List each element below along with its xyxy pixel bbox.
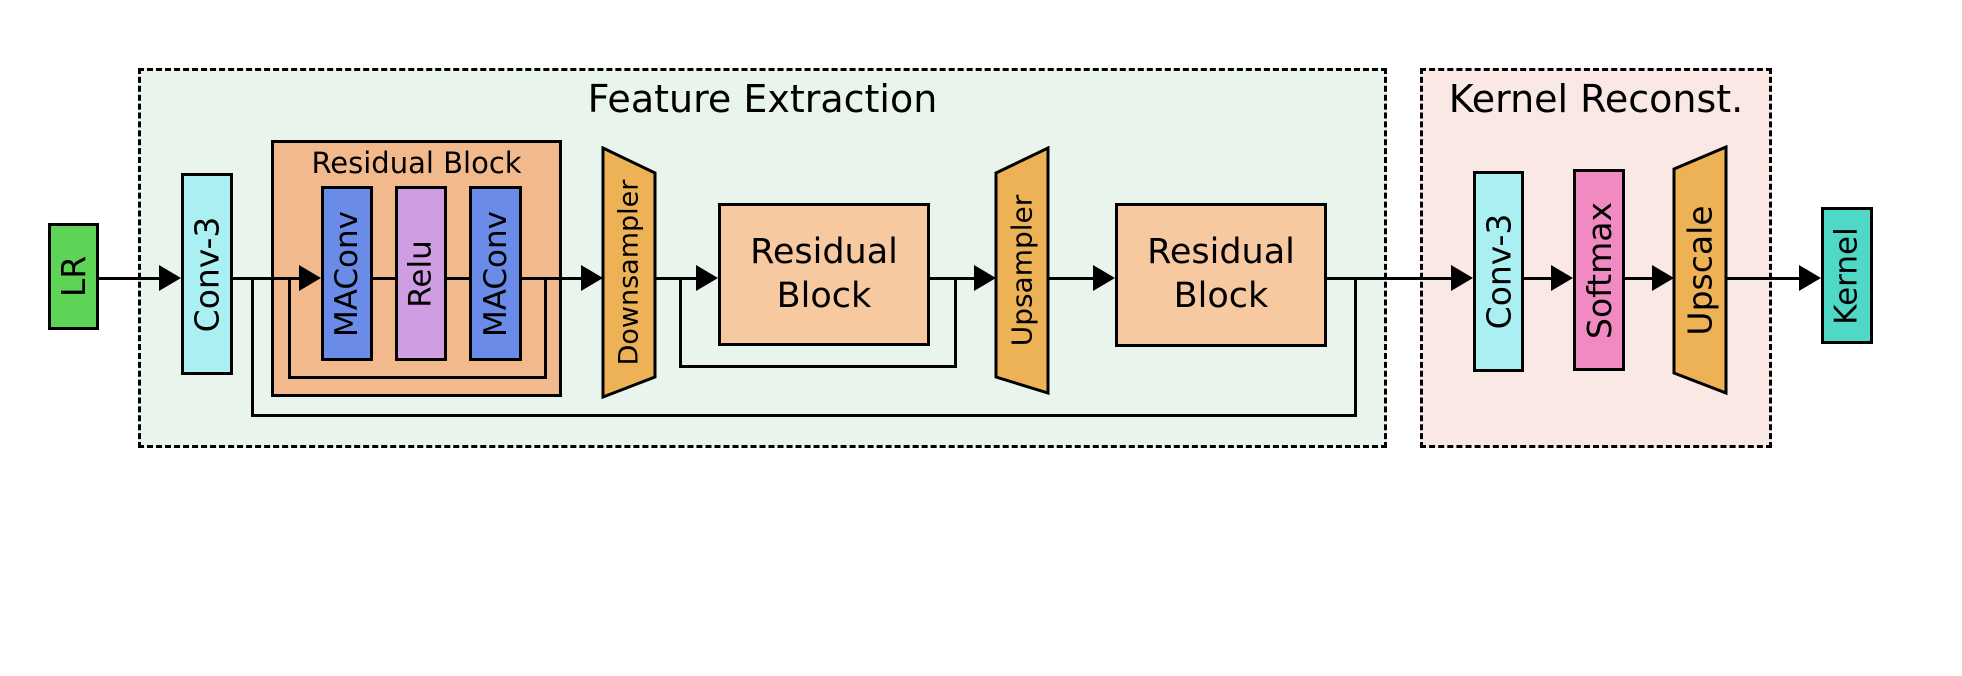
maconv-1-box: MAConv (321, 186, 373, 361)
output-kernel-label: Kernel (1829, 226, 1866, 325)
kr-conv3-box: Conv-3 (1473, 171, 1524, 372)
residual-block-2-line1: Residual (750, 231, 898, 272)
flow-line-rb3-krconv3 (1326, 277, 1453, 280)
residual-block-2: Residual Block (718, 203, 930, 346)
downsampler-trapezoid (601, 146, 657, 399)
relu-box: Relu (395, 186, 447, 361)
residual-block-2-label: Residual Block (750, 231, 898, 319)
kr-conv3-label: Conv-3 (1479, 213, 1519, 330)
rb2-skip-down-line (679, 277, 682, 368)
flow-line-lr-conv3 (99, 277, 160, 280)
arrowhead-into-rb3 (1093, 265, 1115, 291)
flow-line-upsampler-rb3 (1048, 277, 1094, 280)
upsampler-trapezoid (994, 146, 1050, 395)
long-skip-bottom-line (251, 414, 1357, 417)
rb2-skip-bottom-line (679, 365, 957, 368)
residual-block-3-line2: Block (1173, 276, 1269, 316)
feature-extraction-title: Feature Extraction (587, 77, 938, 121)
upscale-trapezoid (1672, 145, 1728, 395)
arrowhead-into-upscale (1652, 265, 1674, 291)
upscale-label: Upscale (1680, 204, 1720, 336)
softmax-box: Softmax (1573, 169, 1625, 371)
flow-line-relu-maconv2 (446, 277, 470, 280)
arrowhead-into-upsampler (974, 265, 996, 291)
maconv-2-box: MAConv (469, 186, 522, 361)
input-lr-box: LR (48, 223, 99, 330)
rb1-skip-up-line (544, 277, 547, 379)
upsampler-label: Upsampler (1005, 194, 1039, 347)
arrowhead-into-downsampler (581, 265, 603, 291)
arrowhead-into-kr-conv3 (1451, 265, 1473, 291)
residual-block-3: Residual Block (1115, 203, 1327, 347)
softmax-label: Softmax (1579, 201, 1619, 339)
relu-label: Relu (403, 239, 440, 308)
arrowhead-into-rb2 (696, 265, 718, 291)
flow-line-maconv1-relu (373, 277, 396, 280)
long-skip-up-line (1354, 277, 1357, 417)
fe-conv3-label: Conv-3 (187, 216, 227, 332)
upscale-shape (1672, 145, 1728, 395)
flow-line-krconv3-softmax (1524, 277, 1553, 280)
downsampler-shape (601, 146, 657, 399)
rb1-skip-down-line (288, 277, 291, 379)
arrowhead-into-maconv1 (299, 265, 321, 291)
fe-conv3-box: Conv-3 (181, 173, 233, 375)
flow-line-softmax-upscale (1625, 277, 1654, 280)
maconv-2-label: MAConv (477, 210, 514, 337)
flow-line-conv3-maconv1 (233, 277, 301, 280)
arrowhead-into-kernel (1799, 265, 1821, 291)
flow-line-maconv2-downsampler (522, 277, 583, 280)
input-lr-label: LR (53, 255, 93, 298)
residual-block-1-title: Residual Block (311, 146, 522, 180)
downsampler-label: Downsampler (613, 179, 645, 366)
residual-block-3-label: Residual Block (1147, 231, 1295, 319)
residual-block-3-line1: Residual (1147, 232, 1295, 273)
maconv-1-label: MAConv (329, 210, 366, 337)
upsampler-label-wrap: Upsampler (994, 146, 1050, 395)
rb1-skip-bottom-line (288, 376, 547, 379)
flow-line-downsampler-rb2 (654, 277, 698, 280)
arrowhead-into-conv3 (159, 265, 181, 291)
rb2-skip-up-line (954, 277, 957, 368)
downsampler-label-wrap: Downsampler (601, 146, 657, 399)
flow-line-upscale-kernel (1726, 277, 1801, 280)
output-kernel-box: Kernel (1821, 207, 1873, 344)
upscale-label-wrap: Upscale (1672, 145, 1728, 395)
flow-line-rb2-upsampler (930, 277, 976, 280)
residual-block-2-line2: Block (776, 275, 872, 316)
upsampler-shape (994, 146, 1050, 395)
kernel-reconstruction-title: Kernel Reconst. (1448, 77, 1744, 121)
arrowhead-into-softmax (1551, 265, 1573, 291)
long-skip-down-line (251, 277, 254, 417)
